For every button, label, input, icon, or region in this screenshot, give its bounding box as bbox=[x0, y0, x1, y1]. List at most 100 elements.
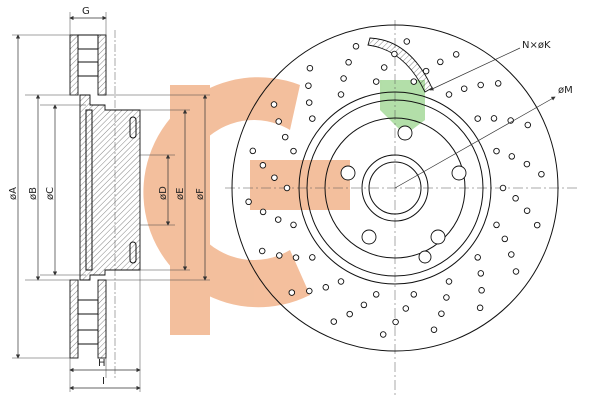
drilled-hole bbox=[438, 310, 445, 317]
drilled-hole bbox=[340, 75, 347, 82]
drilled-hole bbox=[499, 184, 507, 192]
label-B: øB bbox=[28, 187, 39, 200]
drilled-hole bbox=[508, 153, 516, 160]
drilled-hole bbox=[305, 99, 313, 106]
drilled-hole bbox=[490, 115, 498, 122]
vane-top-1 bbox=[77, 34, 99, 50]
drilled-hole bbox=[533, 221, 541, 229]
drilled-hole bbox=[276, 252, 283, 259]
drilled-hole bbox=[501, 235, 509, 243]
drilled-hole bbox=[309, 254, 316, 261]
drilled-hole bbox=[410, 291, 418, 298]
center-bore-outer bbox=[361, 154, 429, 222]
bolt-hole-4 bbox=[361, 229, 377, 245]
drilled-hole bbox=[337, 278, 345, 285]
drilled-hole bbox=[402, 305, 410, 312]
drilled-hole bbox=[271, 174, 278, 181]
label-NK: N×øK bbox=[522, 40, 551, 51]
drilled-hole bbox=[437, 58, 444, 66]
drilled-hole bbox=[305, 82, 312, 89]
drilled-hole bbox=[391, 50, 398, 58]
drilled-hole bbox=[258, 247, 266, 255]
drilled-hole bbox=[245, 198, 252, 206]
logo-orange-bar bbox=[170, 85, 210, 335]
drilled-hole bbox=[270, 101, 278, 108]
drilled-hole bbox=[538, 170, 545, 178]
drilled-hole bbox=[283, 184, 291, 192]
vane-bottom-1 bbox=[77, 299, 99, 315]
bolt-hole-top-edge bbox=[129, 116, 137, 139]
label-A: øA bbox=[8, 187, 19, 200]
bolt-hole-5 bbox=[340, 165, 356, 181]
drilled-hole bbox=[290, 147, 297, 155]
drilled-hole bbox=[392, 318, 399, 326]
leader-NK bbox=[429, 47, 521, 91]
drilled-holes bbox=[245, 38, 545, 338]
drilled-hole bbox=[281, 133, 289, 141]
label-C: øC bbox=[45, 187, 56, 200]
bolt-hole-2 bbox=[451, 165, 467, 181]
drilled-hole bbox=[512, 195, 519, 202]
locating-hole bbox=[418, 250, 432, 264]
drilled-hole bbox=[430, 326, 438, 333]
drilled-hole bbox=[460, 85, 468, 92]
drilled-hole bbox=[523, 207, 531, 214]
drilled-hole bbox=[476, 304, 484, 312]
label-F: øF bbox=[195, 188, 206, 200]
drilled-hole bbox=[259, 208, 267, 216]
disc-section-view: G H I øA øB øC øD øE øF bbox=[8, 6, 210, 392]
hat-step-edge bbox=[324, 117, 466, 259]
label-E: øE bbox=[175, 188, 186, 200]
drilled-hole bbox=[477, 270, 485, 277]
drilled-hole bbox=[275, 118, 282, 125]
drilled-hole bbox=[493, 221, 500, 229]
drilled-hole bbox=[372, 291, 380, 298]
hat-outer-edge bbox=[306, 99, 484, 277]
drilled-hole bbox=[309, 115, 316, 122]
drilled-hole bbox=[493, 147, 500, 155]
center-bore-inner bbox=[368, 161, 422, 215]
disc-front-view: N×øK øM bbox=[225, 20, 580, 395]
drilled-hole bbox=[306, 64, 314, 72]
drilled-hole bbox=[494, 80, 502, 87]
drilled-hole bbox=[474, 115, 481, 122]
vane-bottom-2 bbox=[77, 329, 99, 345]
drilled-hole bbox=[445, 91, 453, 98]
drilled-hole bbox=[379, 331, 387, 338]
drilled-hole bbox=[422, 67, 430, 75]
friction-ring-inner-edge bbox=[298, 91, 492, 285]
hat-wall-inner bbox=[85, 109, 93, 271]
ring-top-outer-plate bbox=[69, 34, 79, 96]
label-I: I bbox=[102, 376, 105, 387]
drilled-hole bbox=[523, 160, 531, 168]
label-D: øD bbox=[158, 186, 169, 200]
drilled-hole bbox=[322, 284, 330, 291]
disc-outer-edge bbox=[231, 24, 559, 352]
drilled-hole bbox=[478, 287, 485, 294]
drilled-hole bbox=[410, 78, 418, 85]
drilled-hole bbox=[380, 64, 388, 71]
drilled-hole bbox=[403, 38, 411, 45]
drilled-hole bbox=[508, 251, 515, 258]
bolt-hole-1 bbox=[397, 125, 413, 141]
drilled-hole bbox=[249, 147, 257, 155]
wear-indicator-slot bbox=[367, 37, 433, 93]
brand-logo-watermark bbox=[143, 77, 425, 335]
drilled-hole bbox=[259, 162, 267, 169]
bolt-hole-bottom-edge bbox=[129, 241, 137, 264]
vane-top-2 bbox=[77, 61, 99, 77]
drilled-hole bbox=[474, 254, 481, 261]
drilled-hole bbox=[274, 216, 282, 223]
label-H: H bbox=[98, 358, 106, 369]
ring-top-inner-plate bbox=[97, 34, 107, 96]
drilled-hole bbox=[292, 254, 300, 261]
hat-section bbox=[79, 94, 141, 281]
drilled-hole bbox=[477, 81, 484, 89]
ring-bottom-outer-plate bbox=[69, 279, 79, 359]
drilled-hole bbox=[330, 318, 338, 325]
drilled-hole bbox=[443, 294, 450, 301]
drilled-hole bbox=[445, 278, 453, 285]
bolt-hole-3 bbox=[430, 229, 446, 245]
